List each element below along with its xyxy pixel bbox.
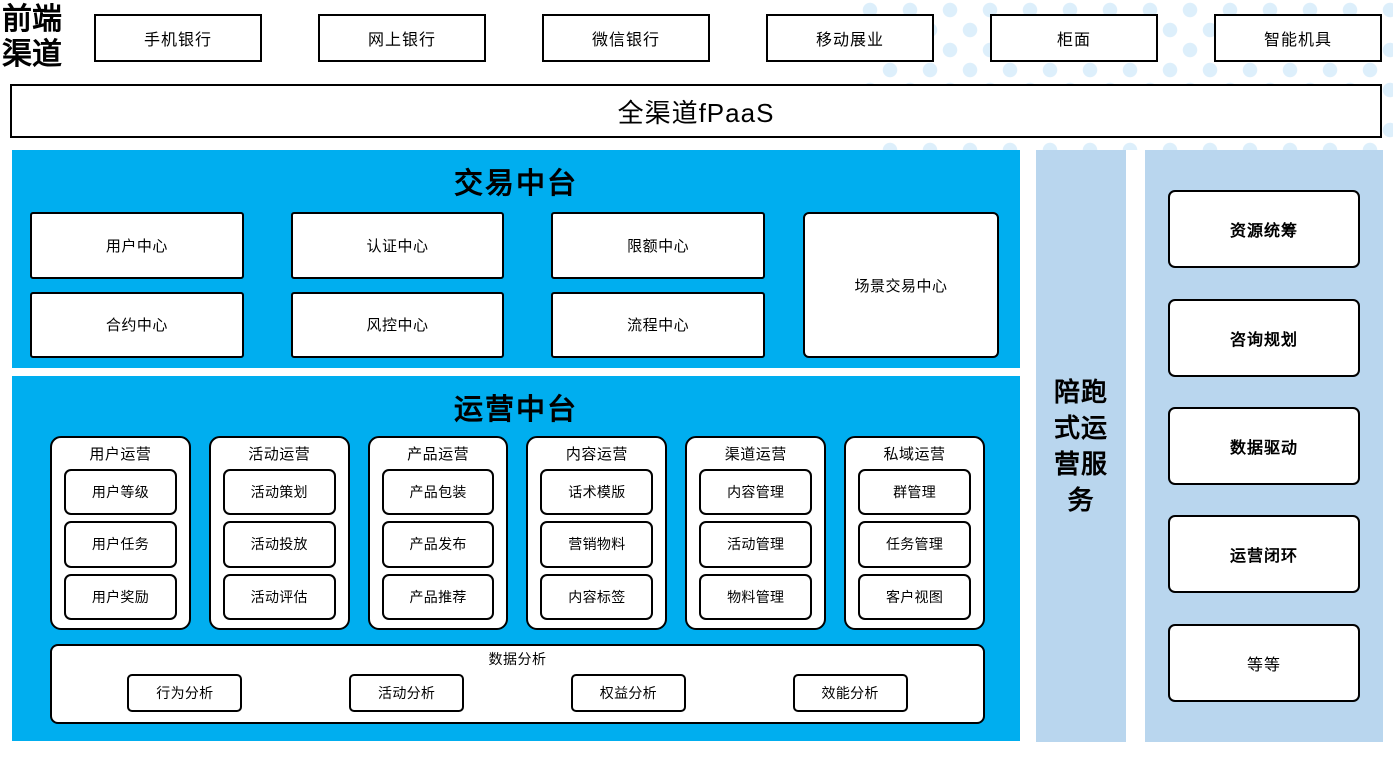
channel-box-online-bank[interactable]: 网上银行 <box>318 14 486 62</box>
ops-item[interactable]: 活动评估 <box>222 573 336 620</box>
capability-box-operation-closed-loop[interactable]: 运营闭环 <box>1168 515 1360 594</box>
frontend-channel-row: 手机银行 网上银行 微信银行 移动展业 柜面 智能机具 <box>94 14 1382 62</box>
ops-column-title: 内容运营 <box>565 446 628 463</box>
channel-box-counter[interactable]: 柜面 <box>990 14 1158 62</box>
trade-platform-title: 交易中台 <box>453 168 578 200</box>
ops-item[interactable]: 活动管理 <box>699 521 813 568</box>
data-analysis-item-activity[interactable]: 活动分析 <box>349 673 465 712</box>
ops-column-items: 用户等级 用户任务 用户奖励 <box>64 469 177 620</box>
ops-column-title: 产品运营 <box>407 446 470 463</box>
ops-item[interactable]: 活动策划 <box>222 469 336 516</box>
ops-column-title: 渠道运营 <box>724 446 787 463</box>
trade-cell-auth-center[interactable]: 认证中心 <box>290 212 505 279</box>
ops-item[interactable]: 用户等级 <box>64 469 177 516</box>
ops-item[interactable]: 任务管理 <box>858 521 971 568</box>
ops-column-content[interactable]: 内容运营 话术模版 营销物料 内容标签 <box>526 436 668 630</box>
data-analysis-item-efficiency[interactable]: 效能分析 <box>792 673 908 712</box>
ops-item[interactable]: 用户任务 <box>64 521 177 568</box>
operations-middle-platform-panel: 运营中台 用户运营 用户等级 用户任务 用户奖励 活动运营 活动策划 活动投放 … <box>12 376 1020 741</box>
ops-column-title: 活动运营 <box>248 446 311 463</box>
ops-column-items: 群管理 任务管理 客户视图 <box>858 469 971 620</box>
trade-middle-platform-panel: 交易中台 用户中心 认证中心 限额中心 合约中心 风控中心 流程中心 场景交易中… <box>12 150 1020 368</box>
data-analysis-items: 行为分析 活动分析 权益分析 效能分析 <box>52 669 983 722</box>
ops-column-activity[interactable]: 活动运营 活动策划 活动投放 活动评估 <box>208 436 350 630</box>
channel-box-mobile-business[interactable]: 移动展业 <box>766 14 934 62</box>
trade-platform-grid: 用户中心 认证中心 限额中心 合约中心 风控中心 流程中心 <box>30 212 765 358</box>
ops-item[interactable]: 内容标签 <box>540 573 654 620</box>
ops-column-private-domain[interactable]: 私域运营 群管理 任务管理 客户视图 <box>844 436 985 630</box>
capability-box-resource-coordination[interactable]: 资源统筹 <box>1168 190 1360 269</box>
trade-cell-limit-center[interactable]: 限额中心 <box>551 212 765 279</box>
accompanying-operation-service-label: 陪跑式运营服务 <box>1053 377 1108 515</box>
ops-column-items: 内容管理 活动管理 物料管理 <box>699 469 813 620</box>
data-analysis-item-behavior[interactable]: 行为分析 <box>127 673 243 712</box>
ops-item[interactable]: 产品发布 <box>381 521 495 568</box>
trade-cell-contract-center[interactable]: 合约中心 <box>30 291 244 358</box>
frontend-channel-label: 前端 渠道 <box>2 2 86 74</box>
operations-platform-title: 运营中台 <box>453 394 578 426</box>
ops-item[interactable]: 活动投放 <box>222 521 336 568</box>
ops-item[interactable]: 产品包装 <box>381 469 495 516</box>
ops-item[interactable]: 产品推荐 <box>381 573 495 620</box>
trade-platform-body: 用户中心 认证中心 限额中心 合约中心 风控中心 流程中心 场景交易中心 <box>30 212 1002 358</box>
channel-box-wechat-bank[interactable]: 微信银行 <box>542 14 710 62</box>
operations-columns: 用户运营 用户等级 用户任务 用户奖励 活动运营 活动策划 活动投放 活动评估 … <box>50 436 985 630</box>
frontend-channel-label-line2: 渠道 <box>2 38 62 71</box>
capability-column: 资源统筹 咨询规划 数据驱动 运营闭环 等等 <box>1145 150 1383 742</box>
ops-column-title: 用户运营 <box>89 446 152 463</box>
ops-column-title: 私域运营 <box>883 446 946 463</box>
channel-box-smart-machine[interactable]: 智能机具 <box>1214 14 1382 62</box>
channel-box-mobile-bank[interactable]: 手机银行 <box>94 14 262 62</box>
ops-item[interactable]: 营销物料 <box>540 521 654 568</box>
data-analysis-item-benefit[interactable]: 权益分析 <box>570 673 686 712</box>
ops-column-product[interactable]: 产品运营 产品包装 产品发布 产品推荐 <box>367 436 509 630</box>
ops-item[interactable]: 客户视图 <box>858 573 971 620</box>
ops-column-items: 活动策划 活动投放 活动评估 <box>222 469 336 620</box>
trade-cell-riskcontrol-center[interactable]: 风控中心 <box>290 291 505 358</box>
ops-column-channel[interactable]: 渠道运营 内容管理 活动管理 物料管理 <box>685 436 827 630</box>
accompanying-operation-service-column: 陪跑式运营服务 <box>1036 150 1126 742</box>
capability-box-etc[interactable]: 等等 <box>1168 623 1360 702</box>
trade-cell-scenario-trade-center[interactable]: 场景交易中心 <box>803 212 999 358</box>
ops-column-items: 产品包装 产品发布 产品推荐 <box>381 469 495 620</box>
ops-item[interactable]: 群管理 <box>858 469 971 516</box>
ops-column-items: 话术模版 营销物料 内容标签 <box>540 469 654 620</box>
capability-box-consulting-planning[interactable]: 咨询规划 <box>1168 298 1360 377</box>
frontend-channel-label-line1: 前端 <box>2 3 62 36</box>
ops-item[interactable]: 物料管理 <box>699 573 813 620</box>
trade-cell-user-center[interactable]: 用户中心 <box>30 212 244 279</box>
ops-column-user[interactable]: 用户运营 用户等级 用户任务 用户奖励 <box>50 436 191 630</box>
data-analysis-band: 数据分析 行为分析 活动分析 权益分析 效能分析 <box>50 644 985 724</box>
capability-box-data-driven[interactable]: 数据驱动 <box>1168 406 1360 485</box>
omnichannel-fpaas-band[interactable]: 全渠道fPaaS <box>10 84 1382 138</box>
ops-item[interactable]: 话术模版 <box>540 469 654 516</box>
ops-item[interactable]: 用户奖励 <box>64 573 177 620</box>
trade-cell-process-center[interactable]: 流程中心 <box>551 291 765 358</box>
ops-item[interactable]: 内容管理 <box>699 469 813 516</box>
data-analysis-title: 数据分析 <box>488 651 547 667</box>
